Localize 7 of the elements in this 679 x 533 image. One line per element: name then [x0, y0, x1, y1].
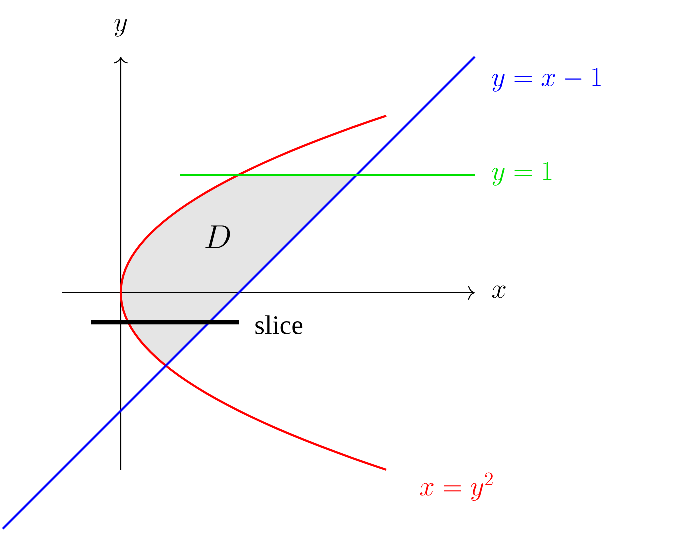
math-label: $x=y^2$	[420, 472, 493, 502]
math-label: $x$	[492, 286, 506, 298]
math-label: $y$	[114, 19, 128, 37]
math-label: $y=x-1$	[492, 68, 601, 92]
math-label: $D$	[206, 226, 230, 248]
math-label: slice	[256, 316, 303, 334]
math-label: $y=1$	[492, 162, 552, 186]
